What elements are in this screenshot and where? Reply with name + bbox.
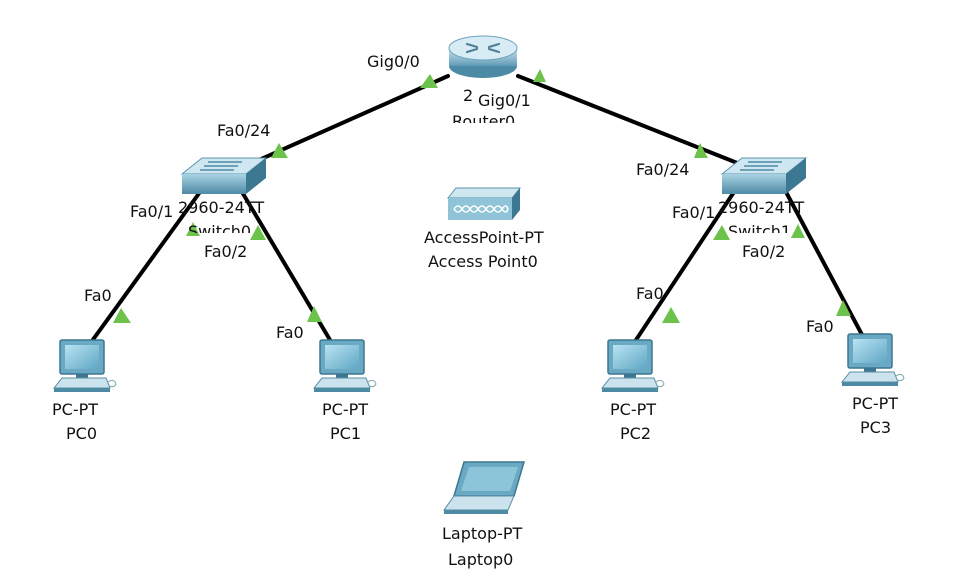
port-label-switch0-fa01: Fa0/1: [130, 202, 174, 221]
port-up-indicator: [533, 69, 546, 82]
router-name-label: Router0: [452, 112, 516, 131]
link-switch0-pc0[interactable]: [82, 190, 202, 354]
link-router-switch0[interactable]: [230, 74, 450, 174]
link-switch1-pc3[interactable]: [784, 190, 870, 348]
port-up-indicator: [271, 143, 288, 158]
router-icon[interactable]: [448, 35, 518, 78]
link-switch1-pc2[interactable]: [626, 190, 736, 354]
pc-icon[interactable]: [601, 339, 665, 393]
pc0-model-label: PC-PT: [52, 400, 99, 419]
port-up-indicator: [662, 307, 680, 323]
switch1-model-label: 2960-24TT: [718, 198, 805, 217]
switch0-model-label: 2960-24TT: [178, 198, 265, 217]
router-model-label: 2: [463, 86, 474, 105]
port-label-pc0-fa0: Fa0: [84, 286, 112, 305]
port-up-indicator: [250, 225, 266, 240]
port-up-indicator: [836, 300, 851, 316]
laptop-name-label: Laptop0: [448, 550, 514, 569]
port-label-switch0-fa02: Fa0/2: [204, 242, 248, 261]
port-up-indicator: [186, 222, 200, 236]
pc2-model-label: PC-PT: [610, 400, 657, 419]
links: [82, 74, 870, 354]
link-router-switch1[interactable]: [516, 74, 762, 174]
port-label-router-gig00: Gig0/0: [367, 52, 420, 71]
port-up-indicator: [307, 306, 322, 322]
access-point-icon[interactable]: [446, 187, 522, 220]
switch0-name-label: Switch0: [188, 222, 252, 241]
pc1-model-label: PC-PT: [322, 400, 369, 419]
switch-icon[interactable]: [180, 157, 268, 194]
port-up-indicator: [791, 224, 805, 238]
pc-icon[interactable]: [53, 339, 117, 393]
pc3-model-label: PC-PT: [852, 394, 899, 413]
port-label-switch0-fa024: Fa0/24: [217, 121, 271, 140]
pc-icon[interactable]: [841, 333, 905, 387]
port-label-pc2-fa0: Fa0: [636, 284, 664, 303]
pc3-name-label: PC3: [860, 418, 891, 437]
port-up-indicator: [420, 74, 438, 88]
port-label-switch1-fa01: Fa0/1: [672, 203, 716, 222]
port-up-indicator: [713, 225, 730, 240]
switch-icon[interactable]: [720, 157, 808, 194]
pc0-name-label: PC0: [66, 424, 97, 443]
pc2-name-label: PC2: [620, 424, 651, 443]
pc-icon[interactable]: [313, 339, 377, 393]
port-label-pc3-fa0: Fa0: [806, 317, 834, 336]
laptop-model-label: Laptop-PT: [442, 524, 523, 543]
laptop-icon[interactable]: [443, 461, 526, 514]
pc1-name-label: PC1: [330, 424, 361, 443]
link-switch0-pc1[interactable]: [240, 190, 338, 352]
port-up-indicator: [694, 143, 708, 158]
port-label-pc1-fa0: Fa0: [276, 323, 304, 342]
port-indicators: [113, 69, 851, 323]
access-point-name-label: Access Point0: [428, 252, 538, 271]
access-point-model-label: AccessPoint-PT: [424, 228, 544, 247]
port-label-switch1-fa024: Fa0/24: [636, 160, 690, 179]
port-label-switch1-fa02: Fa0/2: [742, 242, 786, 261]
port-up-indicator: [113, 308, 131, 323]
port-label-router-gig01: Gig0/1: [478, 91, 531, 110]
switch1-name-label: Switch1: [728, 222, 792, 241]
